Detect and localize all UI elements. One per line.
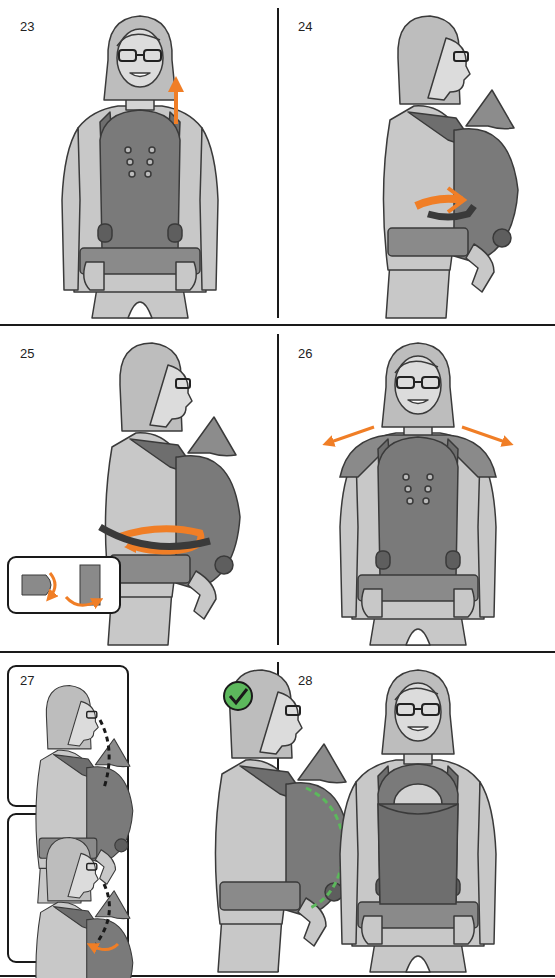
step-number: 23	[20, 20, 34, 33]
step-number: 24	[298, 20, 312, 33]
step-number: 25	[20, 347, 34, 360]
step-figure	[328, 343, 508, 645]
step-figure	[8, 666, 350, 978]
step-figure	[383, 16, 518, 318]
step-number: 28	[298, 674, 312, 687]
step-number: 26	[298, 347, 312, 360]
step-figure	[340, 670, 496, 972]
step-figure	[8, 343, 240, 645]
step-figure	[62, 16, 218, 318]
panel-dividers	[0, 8, 555, 976]
step-number: 27	[20, 674, 34, 687]
